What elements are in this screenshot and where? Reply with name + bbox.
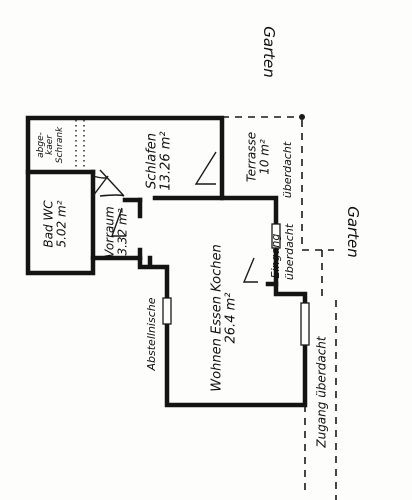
label-garden-right: Garten [343,206,362,258]
terrace-corner-post [299,114,305,120]
label-shelf-niche: Abstellnische [145,297,159,371]
label-access: Zugang überdacht [314,336,329,448]
outer-wall [25,115,308,408]
storage-line-3: Schrank [54,126,65,164]
label-garden-top: Garten [259,26,278,78]
living-area: 26.4 m² [223,292,238,344]
window-living-right [300,302,310,346]
door-hall-living [111,207,126,237]
label-bedroom: Schlafen 13.26 m² [144,131,173,191]
label-storage: abge- kaer Schrank [36,126,65,164]
hall-name: Vorraum [102,206,117,258]
label-entrance: Eingang [269,233,283,279]
door-bath [92,175,109,197]
bedroom-area: 13.26 m² [158,131,173,191]
label-terrace: Terrasse 10 m² [244,131,271,183]
hall-area: 3.32 m² [115,208,129,256]
living-name: Wohnen Essen Kochen [209,244,225,392]
window-bedroom [271,223,281,249]
label-hall: Vorraum 3.32 m² [102,206,129,258]
bedroom-name: Schlafen [144,132,160,190]
window-living-left [162,297,172,325]
door-entrance [242,257,258,283]
label-living: Wohnen Essen Kochen 26.4 m² [209,244,238,392]
label-bath: Bad WC 5.02 m² [41,200,68,248]
terrace-area: 10 m² [257,139,271,175]
label-terrace-covered: überdacht [281,141,295,199]
door-bedroom [99,169,125,197]
label-entrance-covered: überdacht [283,223,297,281]
terrace-name: Terrasse [244,131,259,183]
bath-name: Bad WC [41,200,56,248]
bath-area: 5.02 m² [54,200,68,248]
door-terrace [194,151,217,185]
